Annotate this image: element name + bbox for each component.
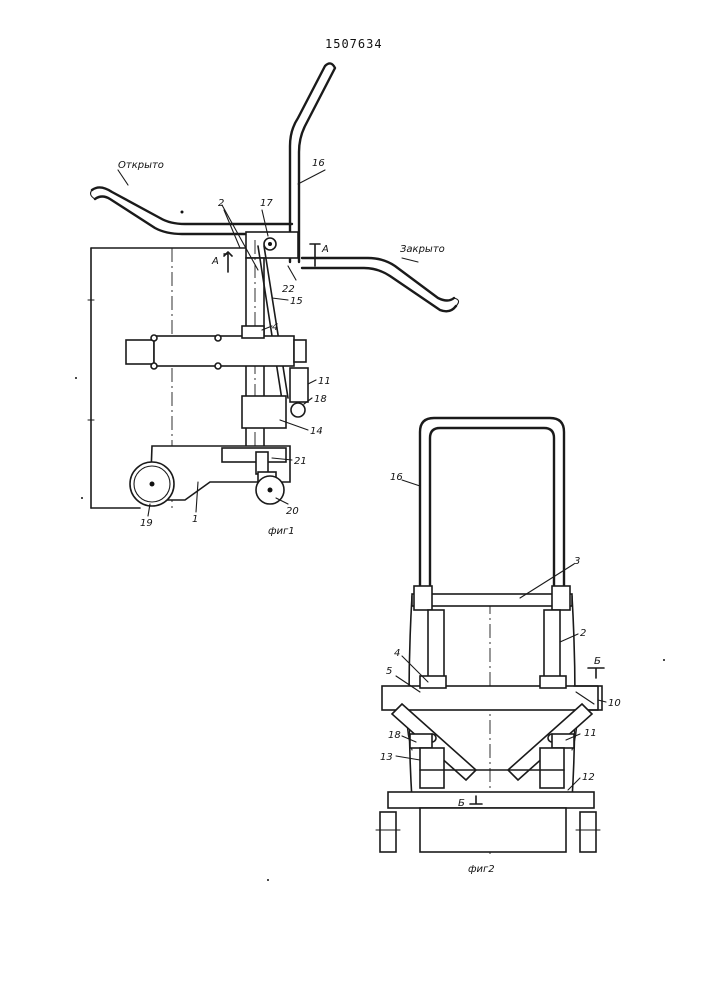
clamp-13 — [420, 748, 444, 788]
fig1-caption: фиг1 — [268, 526, 295, 537]
clamp-band-5 — [382, 686, 602, 710]
callout-17: 17 — [260, 198, 273, 209]
column-right-2 — [544, 610, 560, 680]
clamp-pad-left — [126, 340, 154, 364]
callout-2: 2 — [218, 198, 224, 209]
fig2-callout-13: 13 — [380, 752, 393, 763]
fig2-caption: фиг2 — [468, 864, 495, 875]
callout-18: 18 — [314, 394, 327, 405]
fig2-callout-5: 5 — [386, 666, 392, 677]
svg-text:Б: Б — [594, 656, 601, 667]
callout-11: 11 — [318, 376, 331, 387]
column-left — [428, 610, 444, 680]
wheel-right — [576, 812, 600, 852]
callout-22: 22 — [282, 284, 295, 295]
label-closed: Закрыто — [400, 244, 445, 255]
figure-2: Б Б 16 3 2 4 5 10 18 11 13 12 фиг2 — [376, 418, 621, 875]
callout-4: 4 — [272, 322, 278, 333]
callout-20: 20 — [286, 506, 299, 517]
wheel-left — [376, 812, 400, 852]
crossbar-3 — [412, 594, 572, 606]
svg-text:А: А — [321, 244, 329, 255]
callout-14: 14 — [310, 426, 323, 437]
base-12 — [388, 792, 594, 808]
document-number: 1507634 — [325, 37, 383, 51]
callout-15: 15 — [290, 296, 303, 307]
handle-closed-position — [302, 258, 454, 301]
cylinder-11 — [290, 368, 308, 402]
callout-19: 19 — [140, 518, 153, 529]
lower-clamp-14 — [242, 396, 286, 428]
fig2-callout-11: 11 — [584, 728, 597, 739]
svg-text:Б: Б — [458, 798, 465, 809]
svg-text:А: А — [211, 256, 219, 267]
section-mark-b: Б Б — [458, 656, 604, 809]
fig2-callout-2: 2 — [580, 628, 586, 639]
fig2-callout-12: 12 — [582, 772, 595, 783]
callout-1: 1 — [192, 514, 198, 525]
fig2-callout-16: 16 — [390, 472, 403, 483]
fig2-callout-10: 10 — [608, 698, 621, 709]
label-open: Открыто — [118, 160, 164, 171]
pin-18 — [291, 403, 305, 417]
fig2-callout-3: 3 — [574, 556, 580, 567]
callout-21: 21 — [294, 456, 307, 467]
wheel-19 — [130, 462, 174, 506]
fig2-callout-18: 18 — [388, 730, 401, 741]
fig2-callout-4: 4 — [394, 648, 400, 659]
clamp-arm-4 — [154, 336, 294, 366]
bracket-21 — [222, 448, 286, 462]
callout-16: 16 — [312, 158, 325, 169]
figure-1: А А — [88, 63, 459, 537]
handle-16-front — [420, 418, 564, 600]
